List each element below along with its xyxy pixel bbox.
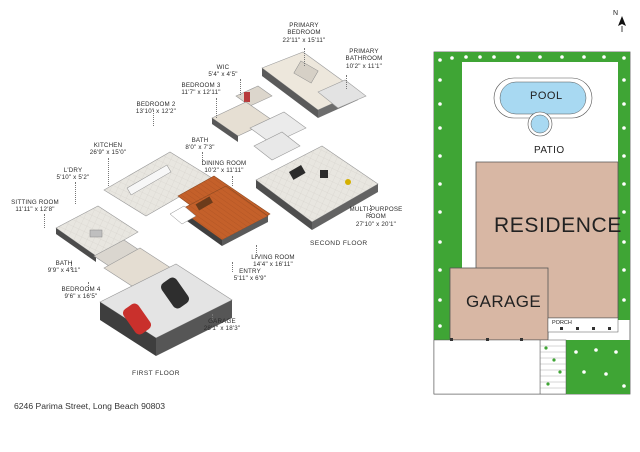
laundry-name: L'DRY [63,167,83,174]
porch-label: PORCH [552,320,572,326]
bedroom-2-dim: 13'10" x 12'2" [135,108,177,116]
primary-bathroom-dim: 10'2" x 11'1" [345,62,383,70]
bedroom-3-name: BEDROOM 3 [181,82,221,89]
living-room-name: LIVING ROOM [251,254,295,261]
label-entry: ENTRY 5'11" x 6'9" [234,268,266,283]
kitchen-name: KITCHEN [93,142,123,149]
label-living-room: LIVING ROOM 14'4" x 16'11" [251,254,294,269]
label-bedroom-4: BEDROOM 4 9'6" x 16'5" [62,286,101,301]
garage-room-name: GARAGE [208,318,236,325]
primary-bathroom-name: PRIMARY BATHROOM [345,48,383,63]
label-garage-room: GARAGE 28'1" x 18'3" [204,318,241,333]
residence-label: RESIDENCE [494,214,622,237]
living-room-dim: 14'4" x 16'11" [253,261,293,269]
first-floor-caption: FIRST FLOOR [132,370,180,377]
multi-purpose-room-dim: 27'10" x 20'1" [355,220,397,228]
property-address: 6246 Parima Street, Long Beach 90803 [14,401,165,411]
wic-name: WIC [216,64,230,71]
bedroom-3-dim: 11'7" x 12'11" [181,89,221,97]
label-kitchen: KITCHEN 26'9" x 15'0" [90,142,127,157]
kitchen-dim: 26'9" x 15'0" [89,149,127,157]
label-primary-bathroom: PRIMARY BATHROOM 10'2" x 11'1" [346,48,383,70]
dining-room-dim: 10'2" x 11'11" [204,167,244,175]
north-arrow-icon [618,16,626,32]
garage-room-dim: 28'1" x 18'3" [203,325,241,333]
dining-room-name: DINING ROOM [201,160,247,167]
second-floor-model [211,51,379,230]
bath-lower-name: BATH [55,260,73,267]
bath-upper-name: BATH [191,137,209,144]
label-primary-bedroom: PRIMARY BEDROOM 22'11" x 15'11" [283,22,326,44]
second-floor-caption: SECOND FLOOR [310,240,368,247]
laundry-dim: 5'10" x 5'2" [56,174,90,182]
bedroom-4-dim: 9'6" x 16'5" [64,293,98,301]
label-wic: WIC 5'4" x 4'5" [208,64,237,79]
wic-dim: 5'4" x 4'5" [208,71,238,79]
multi-purpose-room-name: MULTI-PURPOSE ROOM [349,206,403,221]
sitting-room-name: SITTING ROOM [11,199,59,206]
label-laundry: L'DRY 5'10" x 5'2" [57,167,90,182]
label-sitting-room: SITTING ROOM 11'11" x 12'8" [11,199,59,214]
label-multi-purpose-room: MULTI-PURPOSE ROOM 27'10" x 20'1" [349,206,402,228]
label-dining-room: DINING ROOM 10'2" x 11'11" [202,160,247,175]
entry-name: ENTRY [239,268,261,275]
pool-label: POOL [530,90,563,102]
bath-upper-dim: 8'0" x 7'3" [185,144,215,152]
sitting-room-dim: 11'11" x 12'8" [15,206,55,214]
north-label: N [613,10,619,17]
entry-dim: 5'11" x 6'9" [233,275,267,283]
first-floor-model [55,151,271,356]
pool-shape [493,77,593,137]
garage-site-label: GARAGE [466,292,542,311]
bath-lower-dim: 9'9" x 4'11" [47,267,81,275]
label-bath-lower: BATH 9'9" x 4'11" [48,260,80,275]
bedroom-4-name: BEDROOM 4 [61,286,101,293]
label-bath-upper: BATH 8'0" x 7'3" [185,137,214,152]
bedroom-2-name: BEDROOM 2 [136,101,176,108]
label-bedroom-2: BEDROOM 2 13'10" x 12'2" [136,101,176,116]
primary-bedroom-dim: 22'11" x 15'11" [282,36,326,44]
patio-label: PATIO [534,145,565,156]
primary-bedroom-name: PRIMARY BEDROOM [287,22,321,37]
label-bedroom-3: BEDROOM 3 11'7" x 12'11" [181,82,220,97]
lawn-shrubs [438,55,626,388]
